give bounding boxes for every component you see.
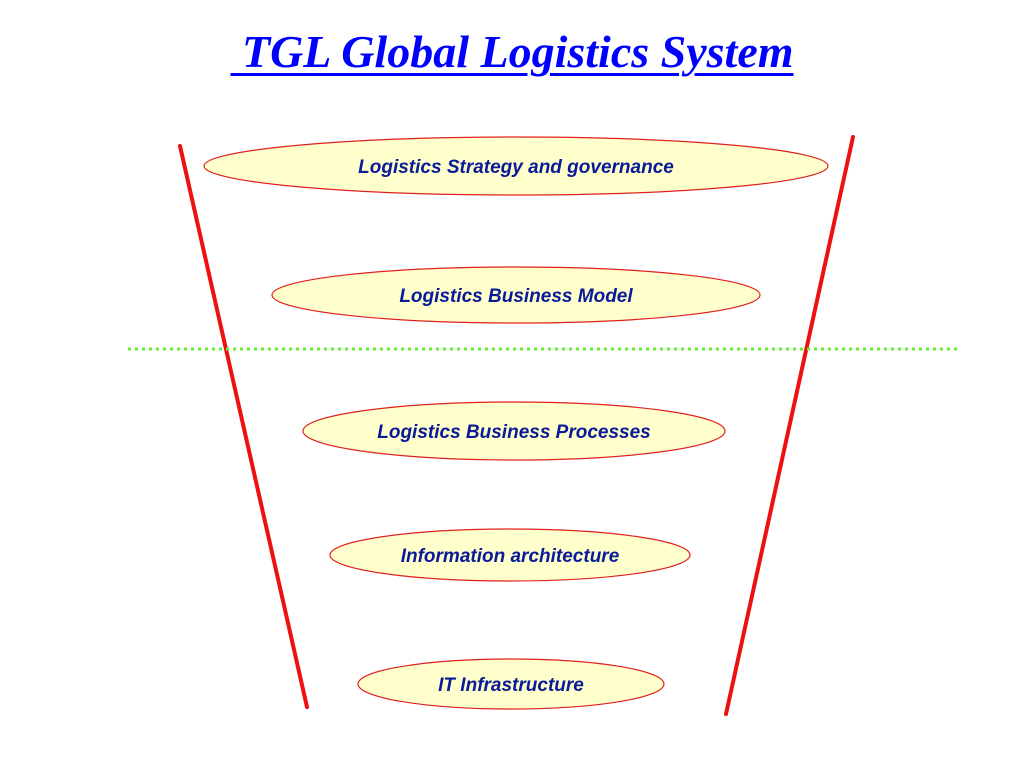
layer-business-processes: Logistics Business Processes <box>302 401 726 461</box>
layer-ellipse <box>271 266 761 324</box>
layer-business-model: Logistics Business Model <box>271 266 761 324</box>
layer-it-infrastructure: IT Infrastructure <box>357 658 665 710</box>
layer-ellipse <box>357 658 665 710</box>
funnel-right-line <box>724 135 855 716</box>
layer-label: Logistics Business Model <box>399 286 633 307</box>
layer-strategy-governance: Logistics Strategy and governance <box>203 136 829 196</box>
layer-ellipse <box>329 528 691 582</box>
funnel-left-line <box>178 144 309 709</box>
layer-label: Information architecture <box>401 546 620 567</box>
page-title: TGL Global Logistics System <box>230 26 794 77</box>
layer-ellipse <box>302 401 726 461</box>
layer-label: IT Infrastructure <box>438 675 584 696</box>
layer-label: Logistics Business Processes <box>377 422 651 443</box>
layer-label: Logistics Strategy and governance <box>358 157 674 178</box>
layer-ellipse <box>203 136 829 196</box>
layer-information-architecture: Information architecture <box>329 528 691 582</box>
